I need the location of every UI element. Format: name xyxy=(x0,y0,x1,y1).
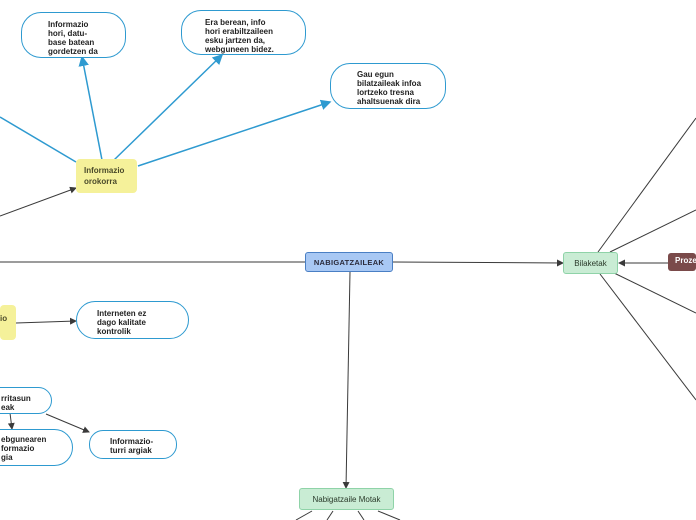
connector-bilaketak-branch-4 xyxy=(599,273,696,401)
connector-left-kalitate xyxy=(15,317,77,325)
bubble-gau-egun[interactable]: Gau egun bilatzaileak infoa lortzeko tre… xyxy=(330,63,446,109)
connector-orokorra-datubase xyxy=(78,55,103,161)
connector-bilaketak-branch-2 xyxy=(609,209,696,253)
bubble-iturri-argiak[interactable]: Informazio- turri argiak xyxy=(89,430,177,459)
topic-webgunearen-partial[interactable]: ebgunearen formazio gia xyxy=(0,429,73,466)
topic-left-partial[interactable]: io xyxy=(0,305,16,340)
connector-motak-branch-3 xyxy=(357,510,365,520)
connector-motak-branch-1 xyxy=(295,510,313,520)
topic-bilaketak[interactable]: Bilaketak xyxy=(563,252,618,274)
connector-center-motak xyxy=(342,271,351,489)
connector-bilaketak-branch-1 xyxy=(597,117,696,253)
topic-informazio-orokorra[interactable]: Informazio orokorra xyxy=(76,159,137,193)
connector-orokorra-era-berean xyxy=(113,53,224,161)
bubble-era-berean[interactable]: Era berean, info hori erabiltzaileen esk… xyxy=(181,10,306,55)
connector-orokorra-gau-egun xyxy=(137,99,332,167)
connector-center-bilaketak xyxy=(392,259,564,267)
topic-prozedura-partial[interactable]: Proze xyxy=(668,253,696,271)
connector-iturritasun-webgune xyxy=(7,412,15,430)
connector-motak-branch-4 xyxy=(377,510,401,520)
connector-iturritasun-argiak xyxy=(45,413,90,433)
topic-iturritasun-partial[interactable]: rritasun eak xyxy=(0,387,52,414)
topic-nabigatzaile-motak[interactable]: Nabigatzaile Motak xyxy=(299,488,394,510)
central-topic-nabigatzaileak[interactable]: NABIGATZAILEAK xyxy=(305,252,393,272)
bubble-datu-basea[interactable]: Informazio hori, datu- base batean gorde… xyxy=(21,12,126,58)
bubble-kalitate-kontrolik[interactable]: Interneten ez dago kalitate kontrolik xyxy=(76,301,189,339)
connector-left-orokorra xyxy=(0,186,77,217)
connector-bilaketak-branch-3 xyxy=(611,271,696,314)
connector-orokorra-left xyxy=(0,116,77,163)
connector-motak-branch-2 xyxy=(326,510,334,520)
